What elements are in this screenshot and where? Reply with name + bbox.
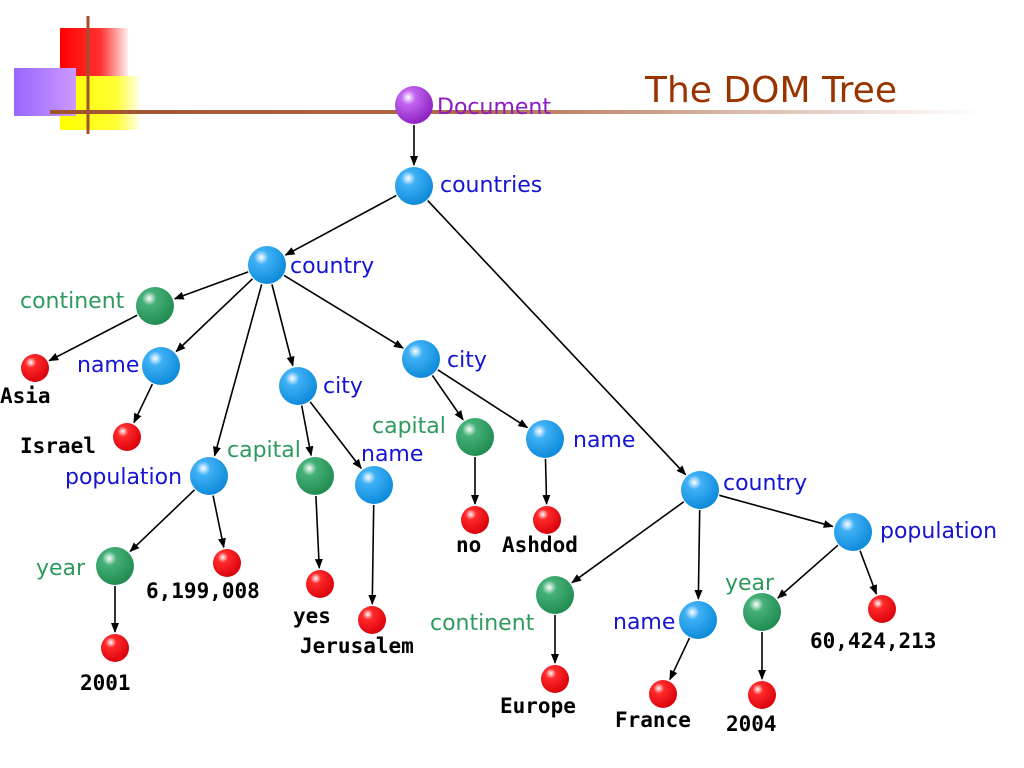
edge-cname2-ashdod <box>542 458 551 506</box>
slide-title: The DOM Tree <box>645 70 897 111</box>
tree-edges <box>48 125 878 681</box>
edge-countries-c2 <box>427 200 687 476</box>
edge-pop1-year1 <box>129 489 196 553</box>
value-year-1: 2001 <box>80 671 131 695</box>
node-name-2 <box>679 601 717 639</box>
edge-c1-name1 <box>175 278 254 353</box>
node-value-israel <box>113 423 141 451</box>
node-continent-2 <box>536 576 574 614</box>
value-city-name-2: Ashdod <box>502 533 578 557</box>
value-name-2: France <box>615 708 691 732</box>
edge-c1-city2 <box>283 274 404 349</box>
node-value-2001 <box>101 634 129 662</box>
tree-labels: Document countries country continent Asi… <box>0 95 997 736</box>
label-name-1: name <box>77 353 139 378</box>
node-value-population-2 <box>868 595 896 623</box>
value-population-2: 60,424,213 <box>810 629 936 653</box>
node-city-1 <box>279 367 317 405</box>
edge-city2-cap2 <box>431 374 464 421</box>
header-decoration <box>14 16 980 134</box>
node-name-1 <box>142 347 180 385</box>
edge-c1-city1 <box>271 284 295 367</box>
node-value-no <box>461 506 489 534</box>
node-year-2 <box>743 593 781 631</box>
node-country-2 <box>681 471 719 509</box>
edge-c1-pop1 <box>213 284 263 457</box>
value-capital-2: no <box>456 533 481 557</box>
label-document: Document <box>437 95 551 120</box>
header-line <box>50 110 980 114</box>
edge-city1-cname1 <box>309 401 362 470</box>
edge-c2-cont2 <box>571 501 685 584</box>
node-population-1 <box>190 457 228 495</box>
label-countries: countries <box>440 173 542 198</box>
node-year-1 <box>96 547 134 585</box>
node-document <box>395 86 433 124</box>
edge-name1-israel <box>133 383 154 424</box>
value-city-name-1: Jerusalem <box>300 634 414 658</box>
edge-pop2-year2 <box>777 544 839 599</box>
edge-pop2-pv2 <box>859 550 878 595</box>
label-year-2: year <box>725 571 775 596</box>
node-value-europe <box>541 665 569 693</box>
label-population-2: population <box>880 519 997 544</box>
node-countries <box>395 167 433 205</box>
node-value-france <box>649 680 677 708</box>
node-city-2 <box>402 340 440 378</box>
node-value-yes <box>306 570 334 598</box>
tree-nodes <box>21 86 896 709</box>
value-capital-1: yes <box>293 604 331 628</box>
edge-c2-pop2 <box>719 494 834 528</box>
edge-pop1-pv1 <box>212 495 226 549</box>
label-country-1: country <box>290 254 374 279</box>
node-value-population-1 <box>213 549 241 577</box>
node-continent-1 <box>136 287 174 325</box>
node-value-jerusalem <box>358 606 386 634</box>
edge-countries-c1 <box>284 194 397 256</box>
edge-cname1-jer <box>368 504 377 606</box>
node-capital-2 <box>456 418 494 456</box>
label-city-1: city <box>323 374 363 399</box>
node-population-2 <box>834 513 872 551</box>
label-population-1: population <box>65 465 182 490</box>
edge-city2-cname2 <box>437 369 529 429</box>
label-name-2: name <box>613 610 675 635</box>
value-continent-2: Europe <box>500 694 576 718</box>
value-population-1: 6,199,008 <box>146 579 260 603</box>
edge-c2-name2 <box>694 509 703 601</box>
label-capital-1: capital <box>227 438 301 463</box>
node-capital-1 <box>296 457 334 495</box>
edge-city1-cap1 <box>300 405 314 457</box>
edge-name2-france <box>669 637 691 681</box>
label-city-name-1: name <box>361 442 423 467</box>
label-capital-2: capital <box>372 414 446 439</box>
edge-cont1-asia <box>48 314 138 362</box>
value-year-2: 2004 <box>726 712 777 736</box>
label-city-name-2: name <box>573 428 635 453</box>
deco-violet-square <box>14 68 76 116</box>
label-continent-1: continent <box>20 289 125 314</box>
node-value-ashdod <box>533 506 561 534</box>
label-continent-2: continent <box>430 611 535 636</box>
node-city-name-1 <box>355 466 393 504</box>
edge-cap1-yes <box>314 495 323 570</box>
node-city-name-2 <box>526 420 564 458</box>
label-year-1: year <box>36 556 86 581</box>
label-country-2: country <box>723 471 807 496</box>
edge-c1-cont1 <box>173 271 249 300</box>
value-name-1: Israel <box>20 434 96 458</box>
label-city-2: city <box>447 348 487 373</box>
node-value-asia <box>21 354 49 382</box>
value-continent-1: Asia <box>0 384 51 408</box>
node-value-2004 <box>748 681 776 709</box>
node-country-1 <box>248 246 286 284</box>
